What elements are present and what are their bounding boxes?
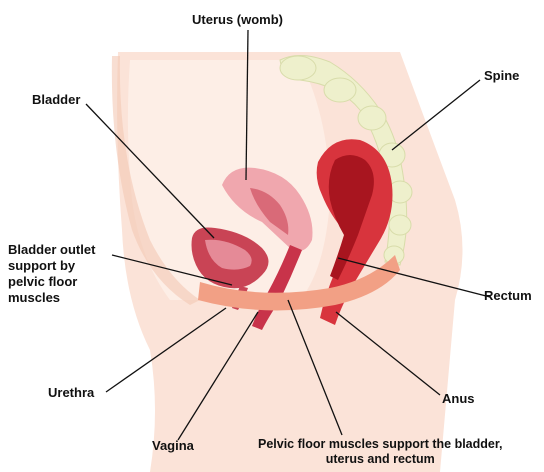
label-urethra: Urethra <box>48 385 94 401</box>
label-uterus: Uterus (womb) <box>192 12 283 28</box>
label-anus: Anus <box>442 391 475 407</box>
label-pelvic-floor: Pelvic floor muscles support the bladder… <box>258 437 503 467</box>
label-spine: Spine <box>484 68 519 84</box>
label-rectum: Rectum <box>484 288 532 304</box>
label-bladder-outlet: Bladder outlet support by pelvic floor m… <box>8 242 95 306</box>
label-bladder: Bladder <box>32 92 80 108</box>
label-vagina: Vagina <box>152 438 194 454</box>
